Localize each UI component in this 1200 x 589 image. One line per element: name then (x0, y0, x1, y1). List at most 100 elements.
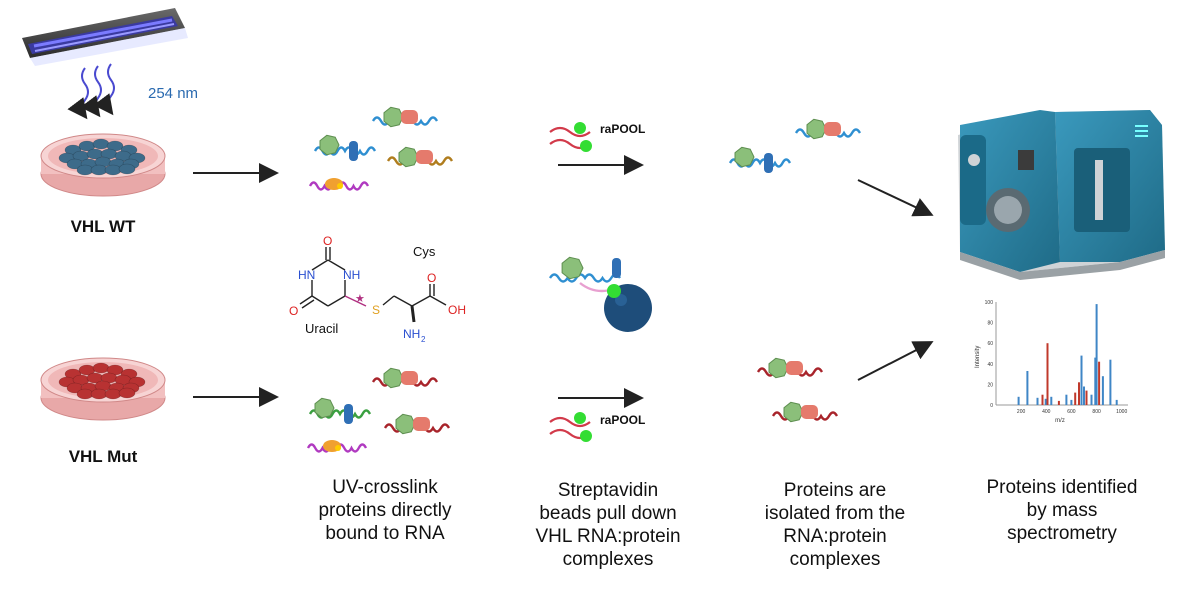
mass-spectrometer-icon (958, 110, 1165, 280)
caption-ms-line2: by mass (1027, 500, 1098, 521)
step-caption-ms: Proteins identified by mass spectrometry (986, 477, 1137, 544)
caption-crosslink-line1: UV-crosslink (332, 477, 438, 498)
mut-complex-3-protein-salmon (413, 417, 430, 431)
mut-complex-4-crosslink-dot (335, 445, 341, 451)
wt-complex-4-crosslink-dot (337, 183, 343, 189)
atom-h2-subscript: 2 (421, 335, 426, 344)
atom-n-symbol: N (403, 327, 412, 341)
isolated-wt-complex-1-protein-salmon (824, 122, 841, 136)
uv-lamp-icon (22, 8, 188, 66)
isolated-wt-complex-2-protein-blue (764, 153, 773, 173)
caption-crosslink-line2: proteins directly (318, 500, 452, 521)
spectrum-peak (1065, 394, 1068, 405)
rapool-top-biotin-1 (574, 122, 586, 134)
wt-complex-2-protein-green (319, 134, 340, 156)
step-caption-crosslink: UV-crosslink proteins directly bound to … (318, 477, 452, 544)
uracil-label: Uracil (305, 321, 338, 336)
caption-isolation-line2: isolated from the (765, 503, 905, 524)
spectrum-peak (1109, 359, 1112, 405)
wt-complex-1-protein-salmon (401, 110, 418, 124)
spectrum-peak (1083, 386, 1085, 405)
caption-crosslink-line3: bound to RNA (325, 523, 445, 544)
mut-complex-1-protein-green (383, 367, 404, 389)
spectrum-peak (1115, 399, 1118, 405)
step-caption-isolation: Proteins are isolated from the RNA:prote… (765, 480, 905, 570)
isolated-mut-complex-1-protein-green (768, 357, 789, 379)
step-caption-pulldown: Streptavidin beads pull down VHL RNA:pro… (535, 480, 680, 570)
bead-complex-protein-blue (612, 258, 621, 278)
wt-complex-2-rna (313, 146, 377, 156)
atom-nh: NH (343, 268, 360, 282)
isolated-mut-complex-1-protein-salmon (786, 361, 803, 375)
bead-complex-protein-green (561, 256, 584, 280)
spectrum-xtick: 600 (1067, 409, 1076, 415)
spectrum-peak (1026, 371, 1029, 405)
arrow-to-ms-top (857, 179, 934, 217)
sample-label-mut: VHL Mut (69, 447, 138, 466)
caption-isolation-line4: complexes (790, 549, 881, 570)
caption-pulldown-line4: complexes (563, 549, 654, 570)
rapool-bottom-biotin-2 (580, 430, 592, 442)
rapool-bottom-biotin-1 (574, 412, 586, 424)
isolated-mut-complex-2-protein-salmon (801, 405, 818, 419)
spectrum-peak (1046, 343, 1049, 405)
spectrum-peak (1098, 361, 1101, 405)
rapool-bottom-probe-1 (549, 416, 591, 428)
wt-complex-1-protein-green (383, 106, 404, 128)
spectrum-peak (1036, 397, 1039, 405)
spectrum-ytick: 20 (987, 382, 993, 388)
isolated-wt-complex-2-rna (728, 158, 792, 168)
atom-o-top: O (323, 234, 332, 248)
uv-rays-icon (67, 63, 115, 120)
petri-dish-mut-icon (40, 357, 166, 421)
arrow-to-ms-bottom (857, 341, 934, 381)
wt-complex-3-protein-green (398, 146, 419, 168)
atom-o-cys: O (427, 271, 436, 285)
spectrum-peak (1050, 396, 1053, 405)
isolated-wt-complex-2-protein-green (734, 146, 755, 168)
spectrum-peak (1074, 392, 1077, 405)
rapool-label-bottom: raPOOL (600, 413, 645, 427)
spectrum-peak (1078, 382, 1080, 405)
mut-complex-2-rna (308, 409, 372, 419)
spectrum-ytick: 60 (987, 341, 993, 347)
spectrum-xtick: 400 (1042, 409, 1051, 415)
caption-pulldown-line3: VHL RNA:protein (535, 526, 680, 547)
caption-pulldown-line2: beads pull down (539, 503, 676, 524)
rna-protein-complexes (306, 106, 862, 453)
spectrum-ytick: 100 (985, 300, 994, 306)
spectrum-peak (1044, 398, 1047, 405)
crosslink-star-icon: ★ (355, 293, 365, 305)
spectrum-peak (1101, 376, 1104, 405)
isolated-wt-complex-1-protein-green (806, 118, 827, 140)
petri-dish-wt-icon (40, 133, 166, 197)
rapool-top-probe-1 (549, 126, 591, 138)
spectrum-peak (1094, 357, 1097, 405)
mut-complex-2-protein-green (314, 397, 335, 419)
atom-h-symbol: H (412, 327, 421, 341)
caption-ms-line1: Proteins identified (986, 477, 1137, 498)
atom-s: S (372, 303, 380, 317)
wt-complex-2-protein-blue (349, 141, 358, 161)
spectrum-peak (1080, 355, 1083, 405)
uracil-cys-crosslink-structure: O HN NH O S O OH NH 2 ★ Uracil Cys (289, 234, 466, 344)
streptavidin-bead-icon (604, 284, 652, 332)
spectrum-xtick: 200 (1017, 409, 1026, 415)
spectrum-peak (1085, 390, 1088, 405)
spectrum-peak (1017, 396, 1020, 405)
mut-complex-2-protein-blue (344, 404, 353, 424)
mut-complex-3-protein-green (395, 413, 416, 435)
rapool-label-top: raPOOL (600, 122, 645, 136)
atom-n: NH (403, 327, 420, 341)
spectrum-peak (1057, 400, 1060, 405)
sample-label-wt: VHL WT (71, 217, 136, 236)
spectrum-xtick: 800 (1092, 409, 1101, 415)
spectrum-peak (1090, 394, 1093, 405)
spectrum-xtick: 1000 (1116, 409, 1127, 415)
spectrum-xlabel: m/z (1055, 418, 1065, 424)
mut-complex-1-protein-salmon (401, 371, 418, 385)
caption-isolation-line1: Proteins are (784, 480, 886, 501)
bead-complex-rna (548, 273, 622, 283)
